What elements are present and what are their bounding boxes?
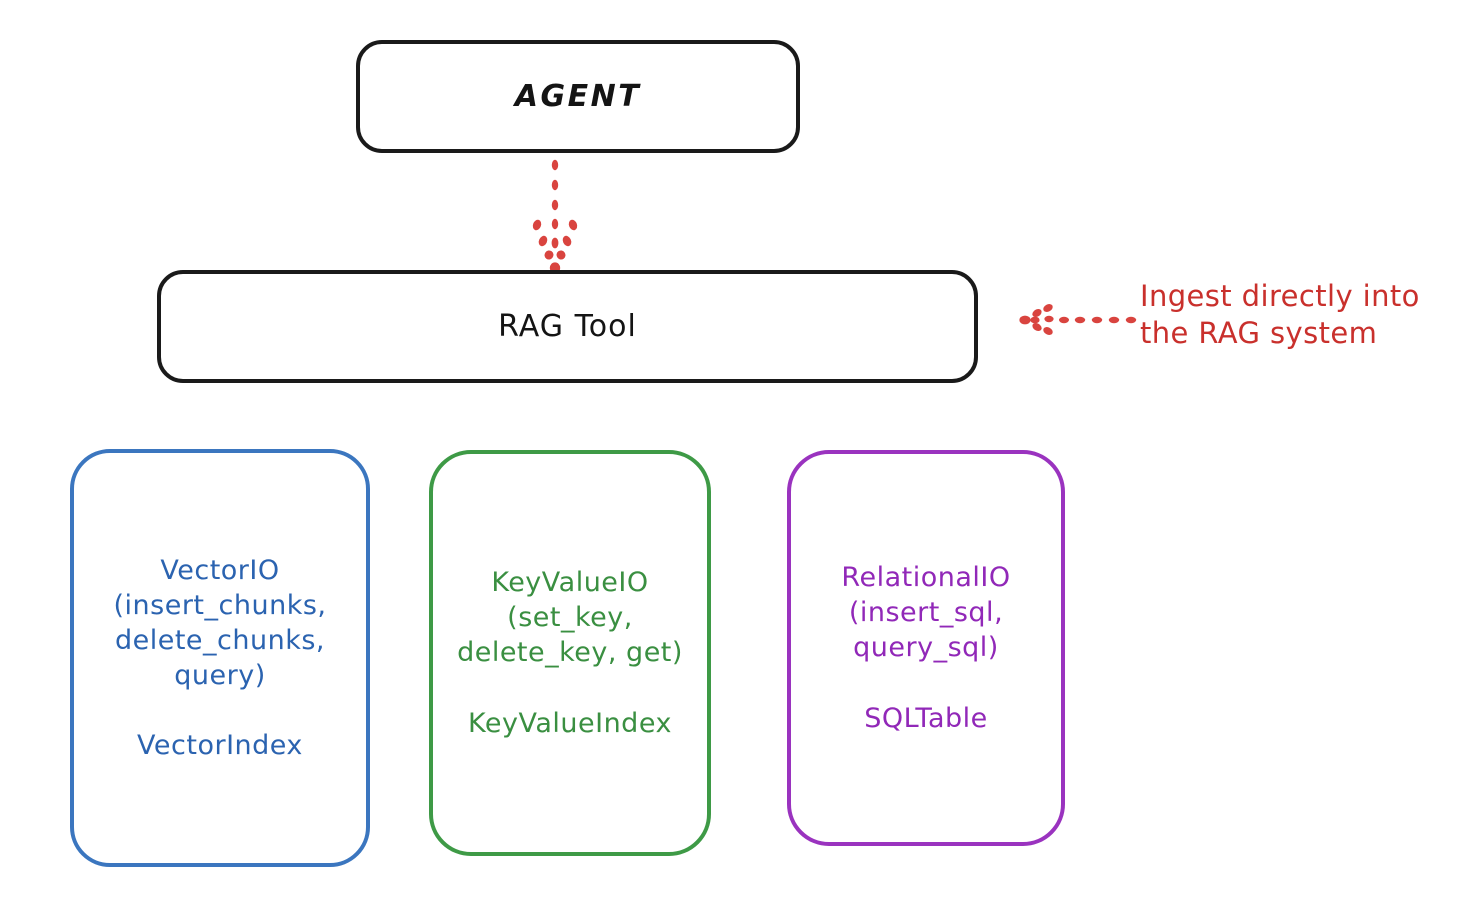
node-agent-label: AGENT bbox=[514, 78, 642, 114]
node-rag-tool[interactable]: RAG Tool bbox=[157, 270, 978, 383]
annotation-ingest-note: Ingest directly into the RAG system bbox=[1140, 279, 1420, 351]
edge-ingest-arrow-icon bbox=[1019, 304, 1137, 335]
edge-agent-to-rag-tool-arrow-icon bbox=[532, 159, 578, 274]
node-rag-tool-label: RAG Tool bbox=[498, 308, 637, 344]
node-relational-io-label: RelationalIO (insert_sql, query_sql) SQL… bbox=[841, 562, 1011, 734]
node-vector-io[interactable]: VectorIO (insert_chunks, delete_chunks, … bbox=[70, 449, 370, 867]
node-vector-io-label: VectorIO (insert_chunks, delete_chunks, … bbox=[113, 554, 327, 762]
node-relational-io[interactable]: RelationalIO (insert_sql, query_sql) SQL… bbox=[787, 450, 1065, 846]
node-key-value-io-label: KeyValueIO (set_key, delete_key, get) Ke… bbox=[457, 567, 683, 739]
node-agent[interactable]: AGENT bbox=[356, 40, 800, 153]
node-key-value-io[interactable]: KeyValueIO (set_key, delete_key, get) Ke… bbox=[429, 450, 711, 856]
